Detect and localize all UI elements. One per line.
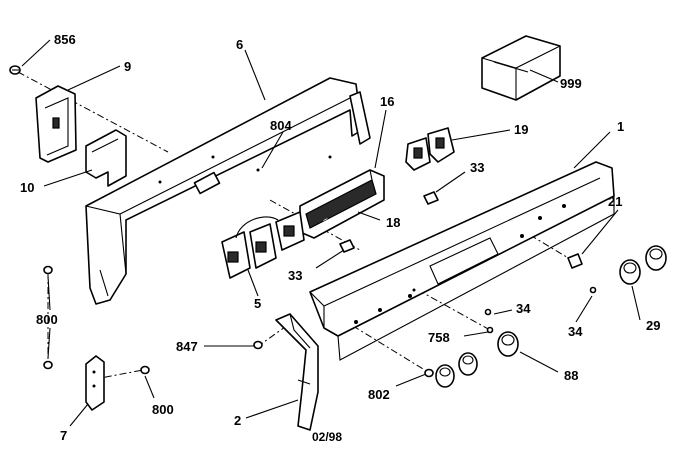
- leader-lines: [21, 39, 641, 427]
- callout-34-right: 34: [568, 324, 583, 339]
- callout-18: 18: [386, 215, 400, 230]
- callout-847: 847: [176, 339, 198, 354]
- screw-856: [9, 65, 21, 75]
- screw-800-right: [140, 365, 150, 375]
- callout-34-center: 34: [516, 301, 531, 316]
- callout-16: 16: [380, 94, 394, 109]
- clip-21: [567, 253, 583, 269]
- callout-802: 802: [368, 387, 390, 402]
- callout-7: 7: [60, 428, 67, 443]
- callout-2: 2: [234, 413, 241, 428]
- callout-804: 804: [270, 118, 292, 133]
- knobs-29: [619, 245, 667, 285]
- spacer-33-upper: [423, 191, 439, 205]
- callout-19: 19: [514, 122, 528, 137]
- parts-box-999: [481, 35, 561, 101]
- switches-19: [405, 127, 455, 171]
- screw-847: [253, 340, 263, 350]
- callout-800-right: 800: [152, 402, 174, 417]
- screw-758: [486, 326, 494, 334]
- callout-33-upper: 33: [470, 160, 484, 175]
- callout-5: 5: [254, 296, 261, 311]
- callout-800-left: 800: [36, 312, 58, 327]
- callout-10: 10: [20, 180, 34, 195]
- callout-9: 9: [124, 59, 131, 74]
- screw-34-right: [589, 286, 597, 294]
- callout-6: 6: [236, 37, 243, 52]
- callout-21: 21: [608, 194, 622, 209]
- callout-labels: 856 9 6 804 16 19 999 1 10 33 18 21 33 5…: [20, 32, 660, 444]
- callout-29: 29: [646, 318, 660, 333]
- screw-802: [424, 368, 434, 378]
- date-code: 02/98: [312, 430, 342, 444]
- end-cap-2: [275, 313, 319, 431]
- callout-88: 88: [564, 368, 578, 383]
- bracket-7: [85, 355, 105, 411]
- switches-5: [221, 211, 305, 279]
- svg-text:=: =: [321, 215, 330, 226]
- screws-800-left: [43, 265, 53, 370]
- callout-1: 1: [617, 119, 624, 134]
- bracket-9: [35, 85, 77, 163]
- callout-856: 856: [54, 32, 76, 47]
- callout-999: 999: [560, 76, 582, 91]
- bracket-10: [85, 129, 127, 187]
- knobs-88: [435, 331, 519, 388]
- callout-33-lower: 33: [288, 268, 302, 283]
- control-panel-1: [309, 161, 615, 361]
- screw-34-center: [484, 308, 492, 316]
- backsplash-6: [85, 77, 371, 305]
- spacer-33-lower: [339, 239, 355, 253]
- callout-758: 758: [428, 330, 450, 345]
- clock-module-16: =: [299, 169, 385, 239]
